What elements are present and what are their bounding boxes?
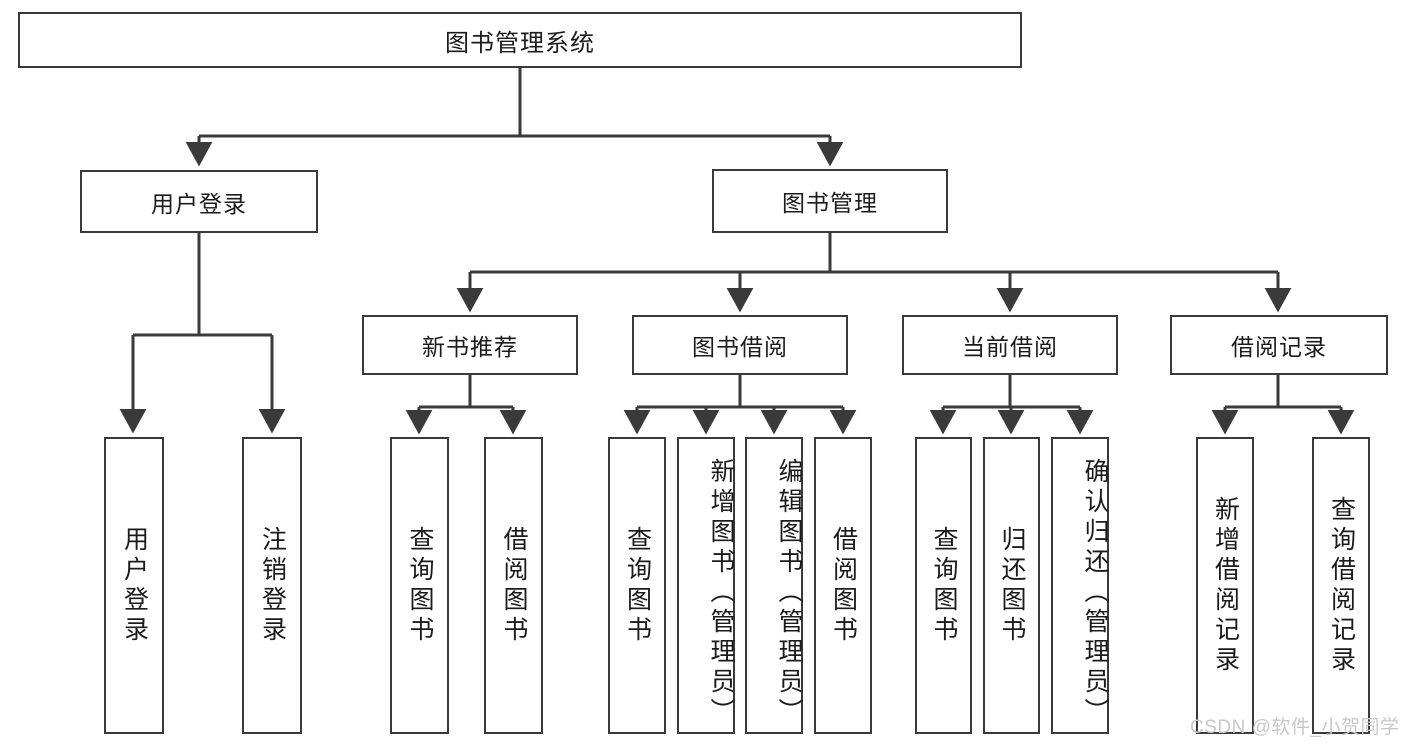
leaf-label: 用户登录 bbox=[120, 525, 149, 646]
leaf-borrow-book-recommend[interactable]: 借阅图书 bbox=[484, 437, 543, 734]
leaf-query-book-recommend[interactable]: 查询图书 bbox=[390, 437, 449, 734]
node-current-borrow-label: 当前借阅 bbox=[962, 334, 1058, 360]
leaf-add-book-admin[interactable]: 新增图书（管理员） bbox=[677, 437, 735, 734]
leaf-return-book[interactable]: 归还图书 bbox=[983, 437, 1040, 734]
csdn-watermark: CSDN @软件_小贺同学 bbox=[1190, 717, 1400, 738]
node-borrow-record-label: 借阅记录 bbox=[1231, 334, 1327, 360]
leaf-query-borrow-record[interactable]: 查询借阅记录 bbox=[1312, 437, 1370, 734]
leaf-label: 归还图书 bbox=[998, 525, 1026, 646]
node-book-borrow[interactable]: 图书借阅 bbox=[632, 315, 848, 375]
leaf-label: 查询图书 bbox=[623, 525, 652, 646]
leaf-label: 查询借阅记录 bbox=[1327, 495, 1356, 676]
leaf-label: 借阅图书 bbox=[829, 525, 858, 646]
node-new-book-recommend[interactable]: 新书推荐 bbox=[362, 315, 578, 375]
node-book-management[interactable]: 图书管理 bbox=[712, 169, 948, 233]
leaf-query-book-current[interactable]: 查询图书 bbox=[915, 437, 972, 734]
leaf-borrow-book[interactable]: 借阅图书 bbox=[814, 437, 872, 734]
node-book-management-label: 图书管理 bbox=[782, 190, 878, 216]
leaf-label: 注销登录 bbox=[258, 525, 287, 646]
node-current-borrow[interactable]: 当前借阅 bbox=[902, 315, 1118, 375]
node-user-login[interactable]: 用户登录 bbox=[80, 170, 318, 233]
leaf-logout-login[interactable]: 注销登录 bbox=[242, 437, 302, 734]
leaf-label: 查询图书 bbox=[406, 525, 434, 646]
leaf-label: 确认归还（管理员） bbox=[1081, 457, 1109, 728]
leaf-label: 编辑图书（管理员） bbox=[775, 457, 803, 728]
node-root[interactable]: 图书管理系统 bbox=[18, 12, 1022, 68]
node-borrow-record[interactable]: 借阅记录 bbox=[1170, 315, 1388, 375]
leaf-query-book-borrow[interactable]: 查询图书 bbox=[608, 437, 666, 734]
node-user-login-label: 用户登录 bbox=[151, 190, 247, 217]
node-book-borrow-label: 图书借阅 bbox=[692, 334, 788, 360]
leaf-add-borrow-record[interactable]: 新增借阅记录 bbox=[1196, 437, 1254, 734]
node-new-book-recommend-label: 新书推荐 bbox=[422, 334, 518, 360]
leaf-label: 借阅图书 bbox=[500, 525, 528, 646]
leaf-edit-book-admin[interactable]: 编辑图书（管理员） bbox=[745, 437, 803, 734]
node-root-label: 图书管理系统 bbox=[445, 29, 595, 57]
leaf-label: 查询图书 bbox=[930, 525, 958, 646]
leaf-label: 新增图书（管理员） bbox=[707, 457, 735, 728]
leaf-confirm-return-admin[interactable]: 确认归还（管理员） bbox=[1051, 437, 1109, 734]
leaf-user-login[interactable]: 用户登录 bbox=[104, 437, 164, 734]
leaf-label: 新增借阅记录 bbox=[1211, 495, 1240, 676]
